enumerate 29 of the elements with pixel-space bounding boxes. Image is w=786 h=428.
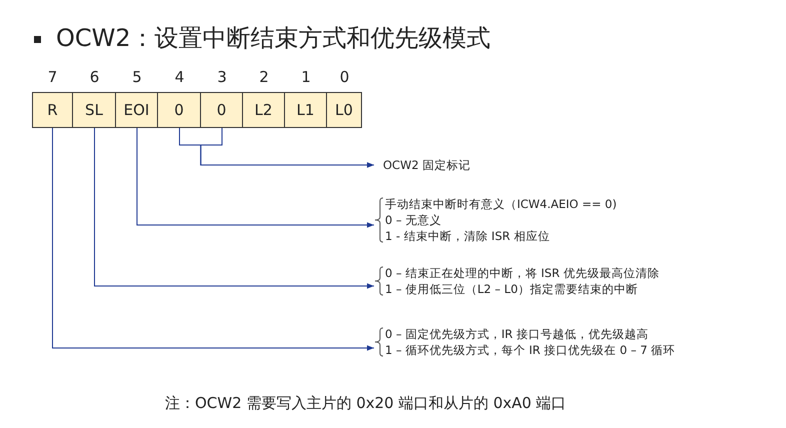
bit-number: 7	[46, 68, 58, 86]
bit-number: 1	[300, 68, 312, 86]
bit-field: SL	[73, 92, 116, 128]
bit-number: 0	[338, 68, 350, 86]
description-text: 1 - 结束中断，清除 ISR 相应位	[385, 228, 551, 244]
bit-field: EOI	[116, 92, 158, 128]
description-text: 0 – 无意义	[385, 212, 442, 228]
description-text: 0 – 固定优先级方式，IR 接口号越低，优先级越高	[385, 326, 650, 342]
arrow	[52, 128, 374, 351]
bit-field: L2	[243, 92, 285, 128]
description-text: 1 – 使用低三位（L2 – L0）指定需要结束的中断	[385, 281, 639, 297]
note: 注：OCW2 需要写入主片的 0x20 端口和从片的 0xA0 端口	[165, 394, 566, 413]
bit-field: 0	[201, 92, 243, 128]
description-text: 1 – 循环优先级方式，每个 IR 接口优先级在 0 – 7 循环	[385, 342, 676, 358]
arrow	[94, 128, 374, 289]
bit-field: L0	[327, 92, 362, 128]
bit-number: 6	[88, 68, 100, 86]
bit-field: 0	[158, 92, 201, 128]
bit-field: R	[32, 92, 73, 128]
title: OCW2：设置中断结束方式和优先级模式	[56, 23, 491, 54]
arrow	[136, 128, 374, 228]
bit-field: L1	[285, 92, 327, 128]
bit-number: 3	[216, 68, 228, 86]
bit-number: 5	[131, 68, 143, 86]
description-text: OCW2 固定标记	[383, 157, 470, 173]
bit-number: 4	[174, 68, 186, 86]
description-text: 手动结束中断时有意义（ICW4.AEIO == 0)	[385, 196, 617, 212]
bit-number: 2	[258, 68, 270, 86]
description-text: 0 – 结束正在处理的中断，将 ISR 优先级最高位清除	[385, 265, 660, 281]
